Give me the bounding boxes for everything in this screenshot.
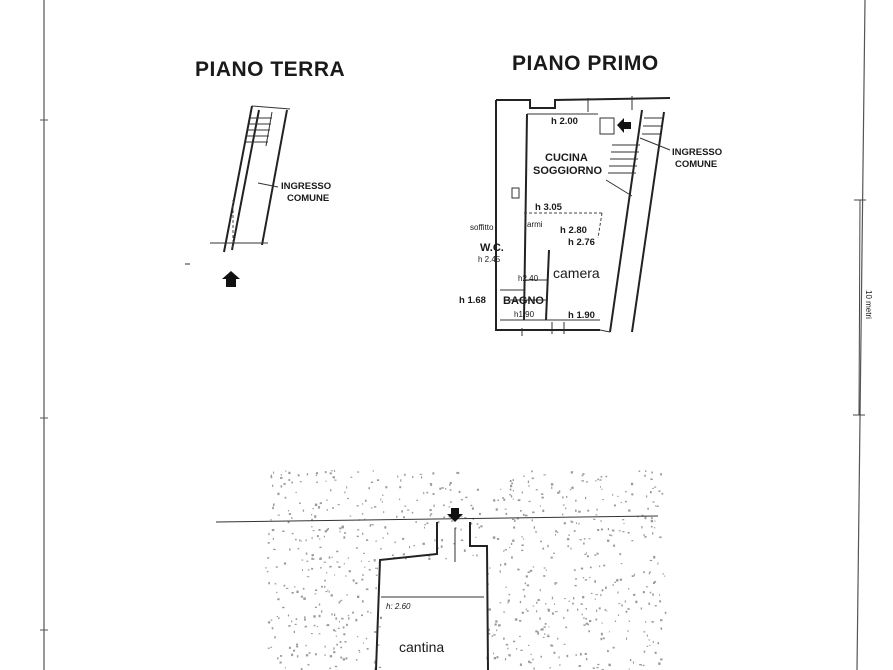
first-ingresso-label-2: COMUNE bbox=[675, 159, 717, 170]
scale-bar: 10 metri bbox=[853, 199, 873, 416]
bagno-label: BAGNO bbox=[503, 295, 544, 307]
camera-label: camera bbox=[553, 265, 600, 281]
h-camera-1-90: h 1.90 bbox=[568, 310, 595, 321]
ground-floor-plan: INGRESSO COMUNE bbox=[185, 105, 331, 287]
h-bagno-1-90: h1.90 bbox=[514, 310, 535, 319]
armadio-label: armi bbox=[527, 220, 543, 229]
basement-height-note: h: 2.60 bbox=[386, 602, 411, 611]
h-2-80: h 2.80 bbox=[560, 225, 587, 236]
first-ingresso-label-1: INGRESSO bbox=[672, 147, 722, 158]
sheet-frame bbox=[40, 0, 866, 670]
h-3-05: h 3.05 bbox=[535, 202, 563, 213]
h-2-40: h2.40 bbox=[518, 274, 539, 283]
cantina-label: cantina bbox=[399, 639, 444, 655]
wc-label: W.C. bbox=[480, 242, 504, 254]
soffitto-label: soffitto bbox=[470, 223, 494, 232]
scan-noise bbox=[265, 470, 667, 670]
soggiorno-label: SOGGIORNO bbox=[533, 165, 603, 177]
ground-staircase bbox=[246, 111, 273, 147]
h-2-45: h 2.45 bbox=[478, 255, 501, 264]
entrance-arrow-left-icon bbox=[617, 118, 631, 133]
cucina-label: CUCINA bbox=[545, 152, 588, 164]
h-2-00: h 2.00 bbox=[551, 116, 578, 127]
first-floor-staircase bbox=[599, 117, 662, 197]
title-piano-primo: PIANO PRIMO bbox=[512, 52, 659, 75]
scale-label: 10 metri bbox=[864, 290, 873, 319]
first-floor-plan: h 2.00 CUCINA SOGGIORNO h 3.05 soffitto … bbox=[459, 96, 722, 336]
basement-plan: h: 2.60 cantina bbox=[215, 470, 667, 670]
entrance-arrow-down-icon bbox=[447, 508, 463, 522]
entrance-arrow-up-icon bbox=[222, 271, 240, 287]
h-2-76: h 2.76 bbox=[568, 237, 595, 248]
h-1-68: h 1.68 bbox=[459, 295, 486, 306]
ground-ingresso-label-1: INGRESSO bbox=[281, 181, 331, 192]
ground-ingresso-label-2: COMUNE bbox=[287, 193, 329, 204]
title-piano-terra: PIANO TERRA bbox=[195, 58, 345, 81]
